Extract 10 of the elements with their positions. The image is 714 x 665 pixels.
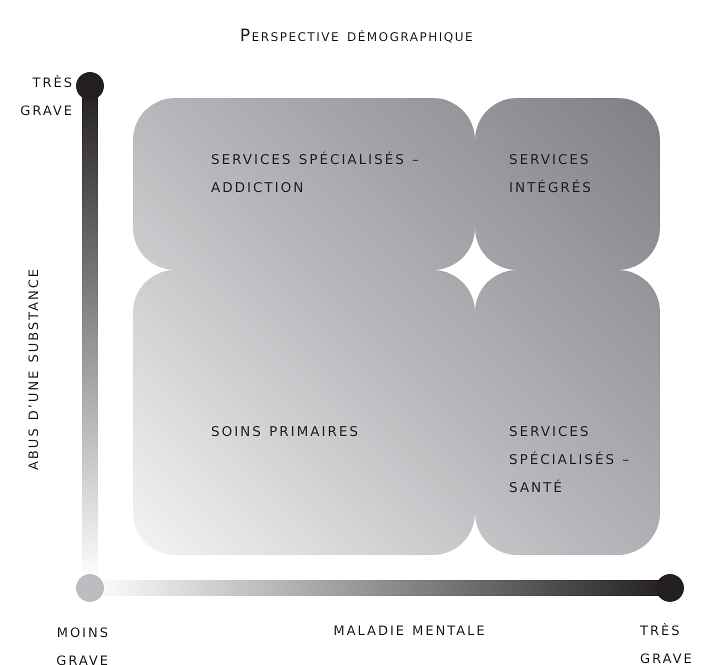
axis-end-label: TRÈS GRAVE — [19, 74, 74, 121]
quadrant-label: SERVICES SPÉCIALISÉS – ADDICTION — [211, 150, 421, 198]
diagram-title: Perspective démographique — [238, 25, 476, 48]
axis-title: ABUS D’UNE SUBSTANCE — [26, 270, 43, 470]
axis-end-label: MOINS GRAVE — [55, 625, 110, 665]
quadrant-label: SOINS PRIMAIRES — [211, 423, 361, 442]
axis-title: MALADIE MENTALE — [332, 623, 488, 641]
quadrant-label: SERVICES SPÉCIALISÉS – SANTÉ — [509, 423, 632, 498]
quadrant-label: SERVICES INTÉGRÉS — [509, 151, 594, 198]
axis-end-label: TRÈS GRAVE — [640, 622, 695, 665]
